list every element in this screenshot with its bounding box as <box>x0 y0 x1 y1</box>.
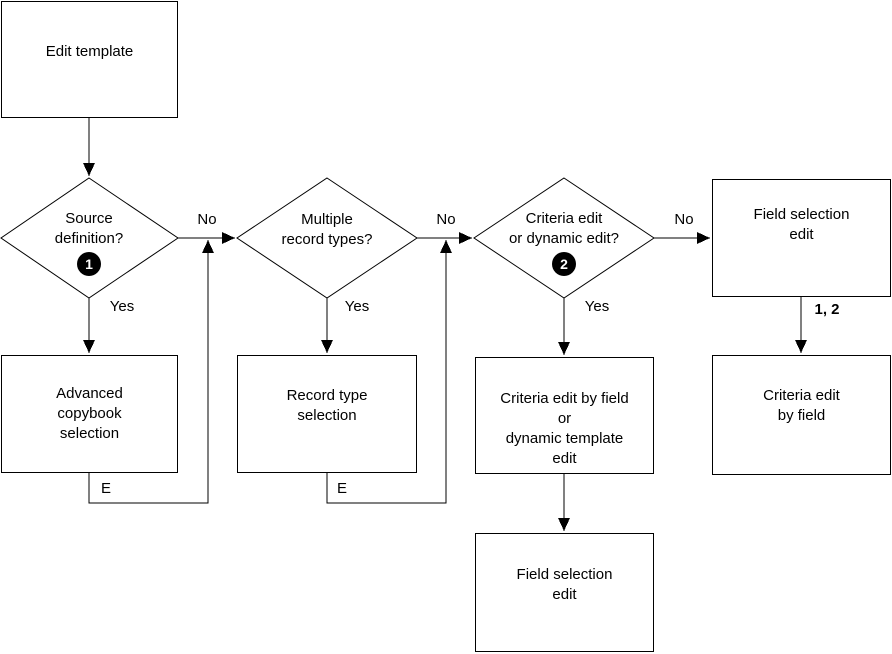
decision-source-definition-content: Source definition? 1 <box>0 209 178 276</box>
decision-multiple-record-types <box>236 177 418 299</box>
decision-label: record types? <box>281 231 373 248</box>
edge-label-exit-copybook: E <box>100 480 112 497</box>
node-label: Criteria edit by field <box>500 389 629 407</box>
node-field-selection-edit-bottom: Field selection edit <box>475 533 654 652</box>
decision-label: or dynamic edit? <box>508 230 620 247</box>
edge-label-no-criteria: No <box>674 211 694 228</box>
node-record-type-selection: Record type selection <box>237 355 417 473</box>
edge-label-yes-source: Yes <box>109 298 135 315</box>
node-edit-template: Edit template <box>1 1 178 118</box>
decision-label: Multiple <box>301 211 353 228</box>
edge-label-one-two: 1, 2 <box>814 301 840 318</box>
node-criteria-edit-by-field: Criteria edit by field <box>712 355 891 475</box>
node-label: Criteria edit <box>763 387 840 404</box>
edge-label-no-multiple: No <box>436 211 456 228</box>
node-criteria-edit-by-field-or-dynamic-template-edit: Criteria edit by field or dynamic templa… <box>475 357 654 474</box>
node-label: Advanced <box>56 385 123 402</box>
node-field-selection-edit-top: Field selection edit <box>712 179 891 297</box>
decision-source-definition <box>0 177 179 299</box>
decision-label: definition? <box>54 230 124 247</box>
node-label: dynamic template <box>505 429 624 447</box>
edge-label-no-source: No <box>197 211 217 228</box>
edge-label-exit-record-type: E <box>336 480 348 497</box>
node-label: selection <box>59 425 120 442</box>
decision-criteria-or-dynamic-content: Criteria edit or dynamic edit? 2 <box>475 209 653 276</box>
decision-criteria-or-dynamic-edit <box>473 177 655 299</box>
node-label: or <box>557 409 572 427</box>
edge-exit-copybook-loop <box>88 240 214 504</box>
node-label: edit <box>552 449 577 467</box>
badge-2-icon: 2 <box>552 252 576 276</box>
edge-label-yes-multiple: Yes <box>344 298 370 315</box>
node-label: copybook <box>57 405 122 422</box>
node-advanced-copybook-selection: Advanced copybook selection <box>1 355 178 473</box>
node-label: by field <box>777 407 826 424</box>
node-label: edit <box>552 586 577 603</box>
badge-1-icon: 1 <box>77 252 101 276</box>
decision-multiple-record-types-content: Multiple record types? <box>238 210 416 250</box>
node-label: selection <box>297 407 357 424</box>
node-label: Field selection <box>753 206 850 223</box>
node-label: Field selection <box>516 566 613 583</box>
node-label: Record type <box>286 387 368 404</box>
node-label: edit <box>789 226 814 243</box>
decision-label: Source <box>65 210 113 227</box>
decision-label: Criteria edit <box>525 210 603 227</box>
edge-exit-record-type-loop <box>326 240 452 504</box>
node-label: Edit template <box>45 43 134 60</box>
edge-label-yes-criteria: Yes <box>584 298 610 315</box>
